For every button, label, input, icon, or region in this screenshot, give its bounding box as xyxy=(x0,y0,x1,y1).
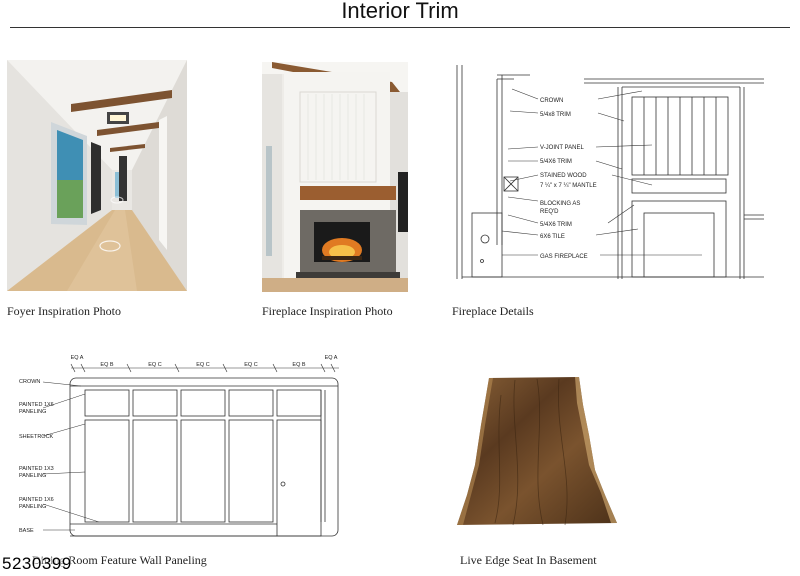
wall-paneling-drawing: EQ A EQ B EQ C EQ C EQ C EQ B EQ A xyxy=(15,350,345,540)
live-edge-slab-photo xyxy=(455,375,620,530)
foyer-caption: Foyer Inspiration Photo xyxy=(7,304,121,318)
wall-label-paneling-top: PANELING xyxy=(19,409,46,415)
dim-eq-a-2: EQ A xyxy=(325,355,338,361)
dim-eq-c-3: EQ C xyxy=(244,362,257,368)
wall-label-1x6-bot: PAINTED 1X6 xyxy=(19,497,54,503)
label-vjoint: V-JOINT PANEL xyxy=(540,145,584,151)
wall-label-paneling-bot: PANELING xyxy=(19,504,46,510)
wall-label-1x6-top: PAINTED 1X6 xyxy=(19,402,54,408)
label-gas-fireplace: GAS FIREPLACE xyxy=(540,254,588,260)
fireplace-details-drawing: CROWN 5/4x8 TRIM V-JOINT PANEL 5/4X6 TRI… xyxy=(452,65,772,283)
fireplace-details-caption: Fireplace Details xyxy=(452,304,534,318)
wall-label-1x3: PAINTED 1X3 xyxy=(19,466,54,472)
label-trim-2: 5/4X6 TRIM xyxy=(540,159,572,165)
dim-eq-b-2: EQ B xyxy=(292,362,305,368)
fireplace-caption: Fireplace Inspiration Photo xyxy=(262,304,393,318)
page-title: Interior Trim xyxy=(341,0,459,23)
live-edge-caption: Live Edge Seat In Basement xyxy=(460,553,597,567)
wall-label-crown: CROWN xyxy=(19,379,40,385)
fireplace-photo xyxy=(262,62,408,292)
foyer-photo xyxy=(7,60,187,291)
label-stained-wood: STAINED WOOD xyxy=(540,173,587,179)
label-crown: CROWN xyxy=(540,98,563,104)
label-tile: 6X6 TILE xyxy=(540,234,565,240)
label-trim-1: 5/4x8 TRIM xyxy=(540,112,571,118)
listing-id: 5230399 xyxy=(2,554,72,573)
label-mantle: 7 ¼" x 7 ¼" MANTLE xyxy=(540,183,597,189)
wall-paneling-caption: Dining Room Feature Wall Paneling xyxy=(32,553,207,567)
wall-label-paneling-mid: PANELING xyxy=(19,473,46,479)
wall-label-sheetrock: SHEETROCK xyxy=(19,434,54,440)
dim-eq-c-2: EQ C xyxy=(196,362,209,368)
dim-eq-c-1: EQ C xyxy=(148,362,161,368)
label-blocking: BLOCKING AS xyxy=(540,201,580,207)
dim-eq-a-1: EQ A xyxy=(71,355,84,361)
dim-eq-b-1: EQ B xyxy=(100,362,113,368)
wall-label-base: BASE xyxy=(19,528,34,534)
label-blocking-2: REQ'D xyxy=(540,209,559,215)
label-trim-3: 5/4X6 TRIM xyxy=(540,222,572,228)
title-divider xyxy=(10,27,790,28)
